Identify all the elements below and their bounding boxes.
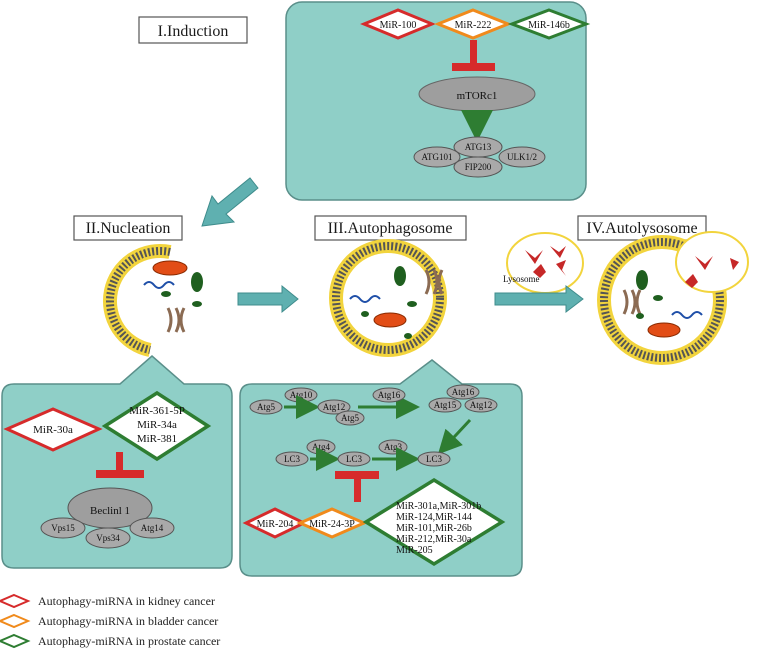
phagophore (103, 244, 203, 357)
mir-100-label: MiR-100 (380, 20, 417, 31)
mir-prostate-autophagosome-diamond: MiR-301a,MiR-301b MiR-124,MiR-144 MiR-10… (362, 477, 506, 567)
atg10-label: Atg10 (290, 390, 313, 400)
mir-146b-label: MiR-146b (528, 20, 570, 31)
vps34-label: Vps34 (96, 533, 120, 543)
mir-124-label: MiR-124,MiR-144 (396, 512, 472, 523)
inhibition-symbol-induction (452, 40, 495, 71)
legend: Autophagy-miRNA in kidney cancer Autopha… (0, 593, 220, 649)
lc3-label-c: LC3 (426, 454, 443, 464)
mir-prostate-nucleation-diamond: MiR-361-5P MiR-34a MiR-381 (101, 390, 212, 462)
atg16-label-a: Atg16 (378, 390, 401, 400)
lc3-processing-row: LC3 Atg4 LC3 Atg3 LC3 (275, 439, 451, 471)
stage-label-autolysosome: IV.Autolysosome (577, 215, 707, 241)
mtorc1-label: mTORc1 (457, 90, 498, 102)
mir-204-diamond: MiR-204 (242, 507, 308, 539)
legend-label-bladder: Autophagy-miRNA in bladder cancer (38, 614, 218, 628)
mir-361-label: MiR-361-5P (129, 405, 185, 417)
beclin1-label: Beclinl 1 (90, 505, 130, 517)
mir-30a-label: MiR-30a (33, 424, 73, 436)
vps15-label: Vps15 (51, 523, 75, 533)
fip200-label: FIP200 (465, 162, 492, 172)
mir-205-label: MiR-205 (396, 545, 433, 556)
atg5-label-a: Atg5 (257, 402, 276, 412)
atg3-label: Atg3 (384, 442, 403, 452)
stage-label-induction: I.Induction (138, 16, 248, 44)
atg101-label: ATG101 (422, 152, 453, 162)
nucleation-title: II.Nucleation (86, 220, 171, 237)
lc3-label-b: LC3 (346, 454, 363, 464)
legend-item-bladder: Autophagy-miRNA in bladder cancer (0, 613, 218, 629)
atg-conjugation-row: Atg5 Atg10 Atg12 Atg5 Atg16 Atg16 Atg15 … (249, 384, 498, 426)
induction-to-nucleation-arrow (201, 177, 259, 227)
mir-204-label: MiR-204 (257, 519, 294, 530)
autophagosome-to-autolysosome-arrow (494, 284, 584, 314)
vps-complex: Vps15 Vps34 Atg14 (40, 517, 175, 549)
row1-to-row2-arrow (437, 418, 472, 455)
mir-34a-label: MiR-34a (137, 419, 177, 431)
mir-212-label: MiR-212,MiR-30a (396, 534, 472, 545)
atg-complex-induction: ATG13 ATG101 ULK1/2 FIP200 (413, 136, 546, 178)
atg12-label-b: Atg12 (470, 400, 493, 410)
atg12-label-a: Atg12 (323, 402, 346, 412)
mir-146b-diamond: MiR-146b (507, 8, 591, 40)
atg14-label: Atg14 (141, 523, 164, 533)
induction-title: I.Induction (158, 23, 229, 40)
inhibition-symbol-autophagosome (335, 471, 379, 502)
mir-24-3p-diamond: MiR-24-3P (296, 507, 368, 539)
autophagosome-title: III.Autophagosome (328, 220, 453, 237)
atg5-label-b: Atg5 (341, 413, 360, 423)
legend-label-kidney: Autophagy-miRNA in kidney cancer (38, 594, 215, 608)
stage-label-nucleation: II.Nucleation (73, 215, 183, 241)
lysosome-label: Lysosome (503, 274, 540, 284)
lysosome (506, 232, 584, 294)
mir-101-label: MiR-101,MiR-26b (396, 523, 472, 534)
mir-222-label: MiR-222 (455, 20, 492, 31)
legend-label-prostate: Autophagy-miRNA in prostate cancer (38, 634, 220, 648)
atg15-label: Atg15 (434, 400, 457, 410)
legend-item-kidney: Autophagy-miRNA in kidney cancer (0, 593, 215, 609)
mir-301-label: MiR-301a,MiR-301b (396, 501, 481, 512)
lc3-label-a: LC3 (284, 454, 301, 464)
mir-100-diamond: MiR-100 (360, 8, 436, 40)
autolysosome-title: IV.Autolysosome (586, 220, 697, 237)
legend-item-prostate: Autophagy-miRNA in prostate cancer (0, 633, 220, 649)
atg13-label: ATG13 (465, 142, 492, 152)
stage-label-autophagosome: III.Autophagosome (314, 215, 467, 241)
nucleation-to-autophagosome-arrow (237, 284, 299, 314)
mir-222-diamond: MiR-222 (433, 8, 513, 40)
mir-30a-diamond: MiR-30a (3, 407, 103, 452)
autophagosome-vesicle (329, 239, 447, 357)
ulk12-label: ULK1/2 (507, 152, 537, 162)
mir-381-label: MiR-381 (137, 433, 177, 445)
atg4-label: Atg4 (312, 442, 331, 452)
atg16-label-b: Atg16 (452, 387, 475, 397)
mir-24-3p-label: MiR-24-3P (309, 519, 355, 530)
autolysosome-vesicle (597, 231, 749, 365)
inhibition-symbol-nucleation (96, 452, 144, 478)
